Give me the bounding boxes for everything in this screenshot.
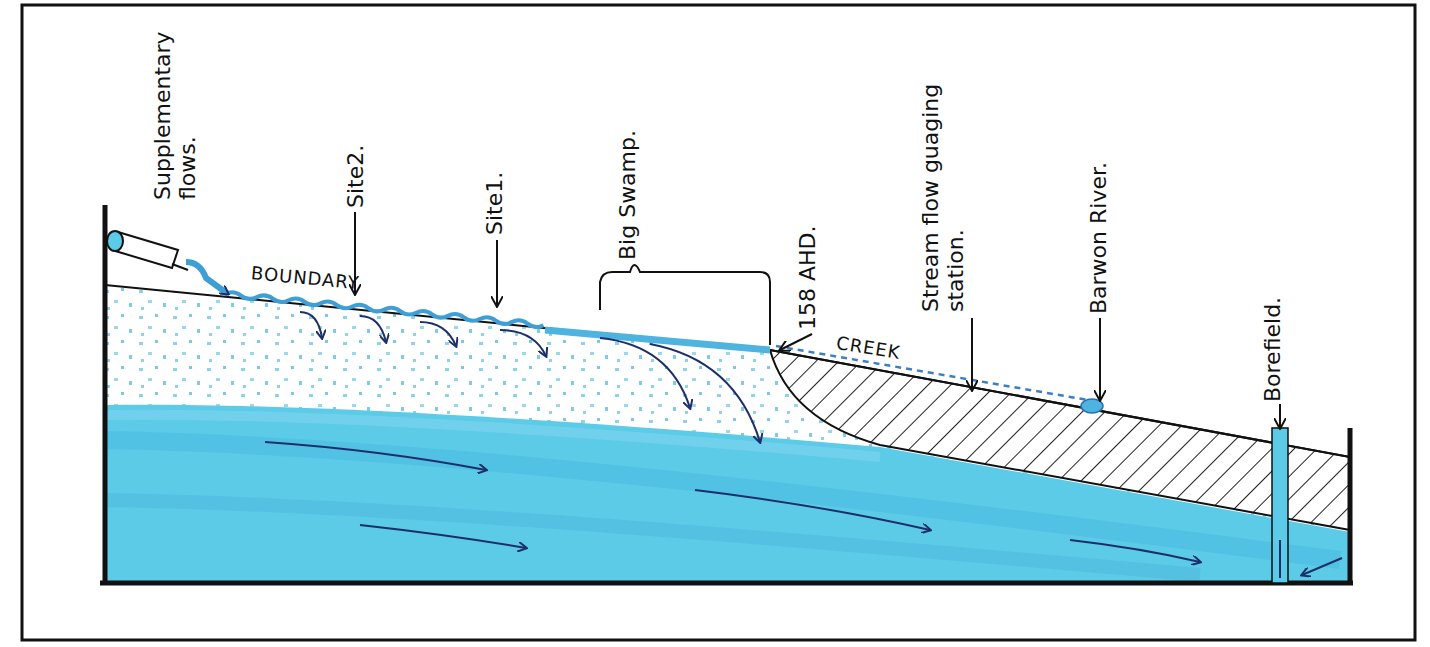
station-label: Stream flow guaging station. — [918, 80, 969, 312]
site-label: Site1. — [482, 145, 507, 235]
surface-water — [225, 292, 544, 328]
site-label: Site2. — [343, 118, 368, 208]
aquifer-streak — [105, 500, 1200, 575]
boundary-label: BOUNDARY — [250, 263, 361, 294]
groundwater-flow-arrows — [265, 442, 1342, 575]
outer-frame — [22, 5, 1415, 640]
borefield-label: Borefield. — [1260, 262, 1285, 402]
section-wall — [103, 205, 108, 583]
river-label: Barwon River. — [1086, 110, 1111, 314]
aquifer-streak — [105, 415, 880, 457]
river-symbol — [1081, 399, 1103, 413]
bracket — [600, 265, 770, 345]
pipe-symbol — [107, 231, 228, 294]
inflow-label: Supplementary flows. — [150, 5, 201, 200]
section-base — [100, 581, 1353, 586]
elevation-label: 158 AHD. — [795, 210, 820, 330]
section-wall — [1348, 428, 1353, 583]
bore-flow — [1279, 540, 1281, 578]
ground-surface — [105, 285, 1350, 457]
bore-well — [1272, 428, 1288, 583]
zone-label: Big Swamp. — [615, 105, 640, 260]
infiltration-arrows — [300, 312, 760, 442]
unsaturated-zone — [105, 285, 1350, 583]
surface-water — [545, 330, 770, 350]
creek-line — [776, 346, 1088, 400]
